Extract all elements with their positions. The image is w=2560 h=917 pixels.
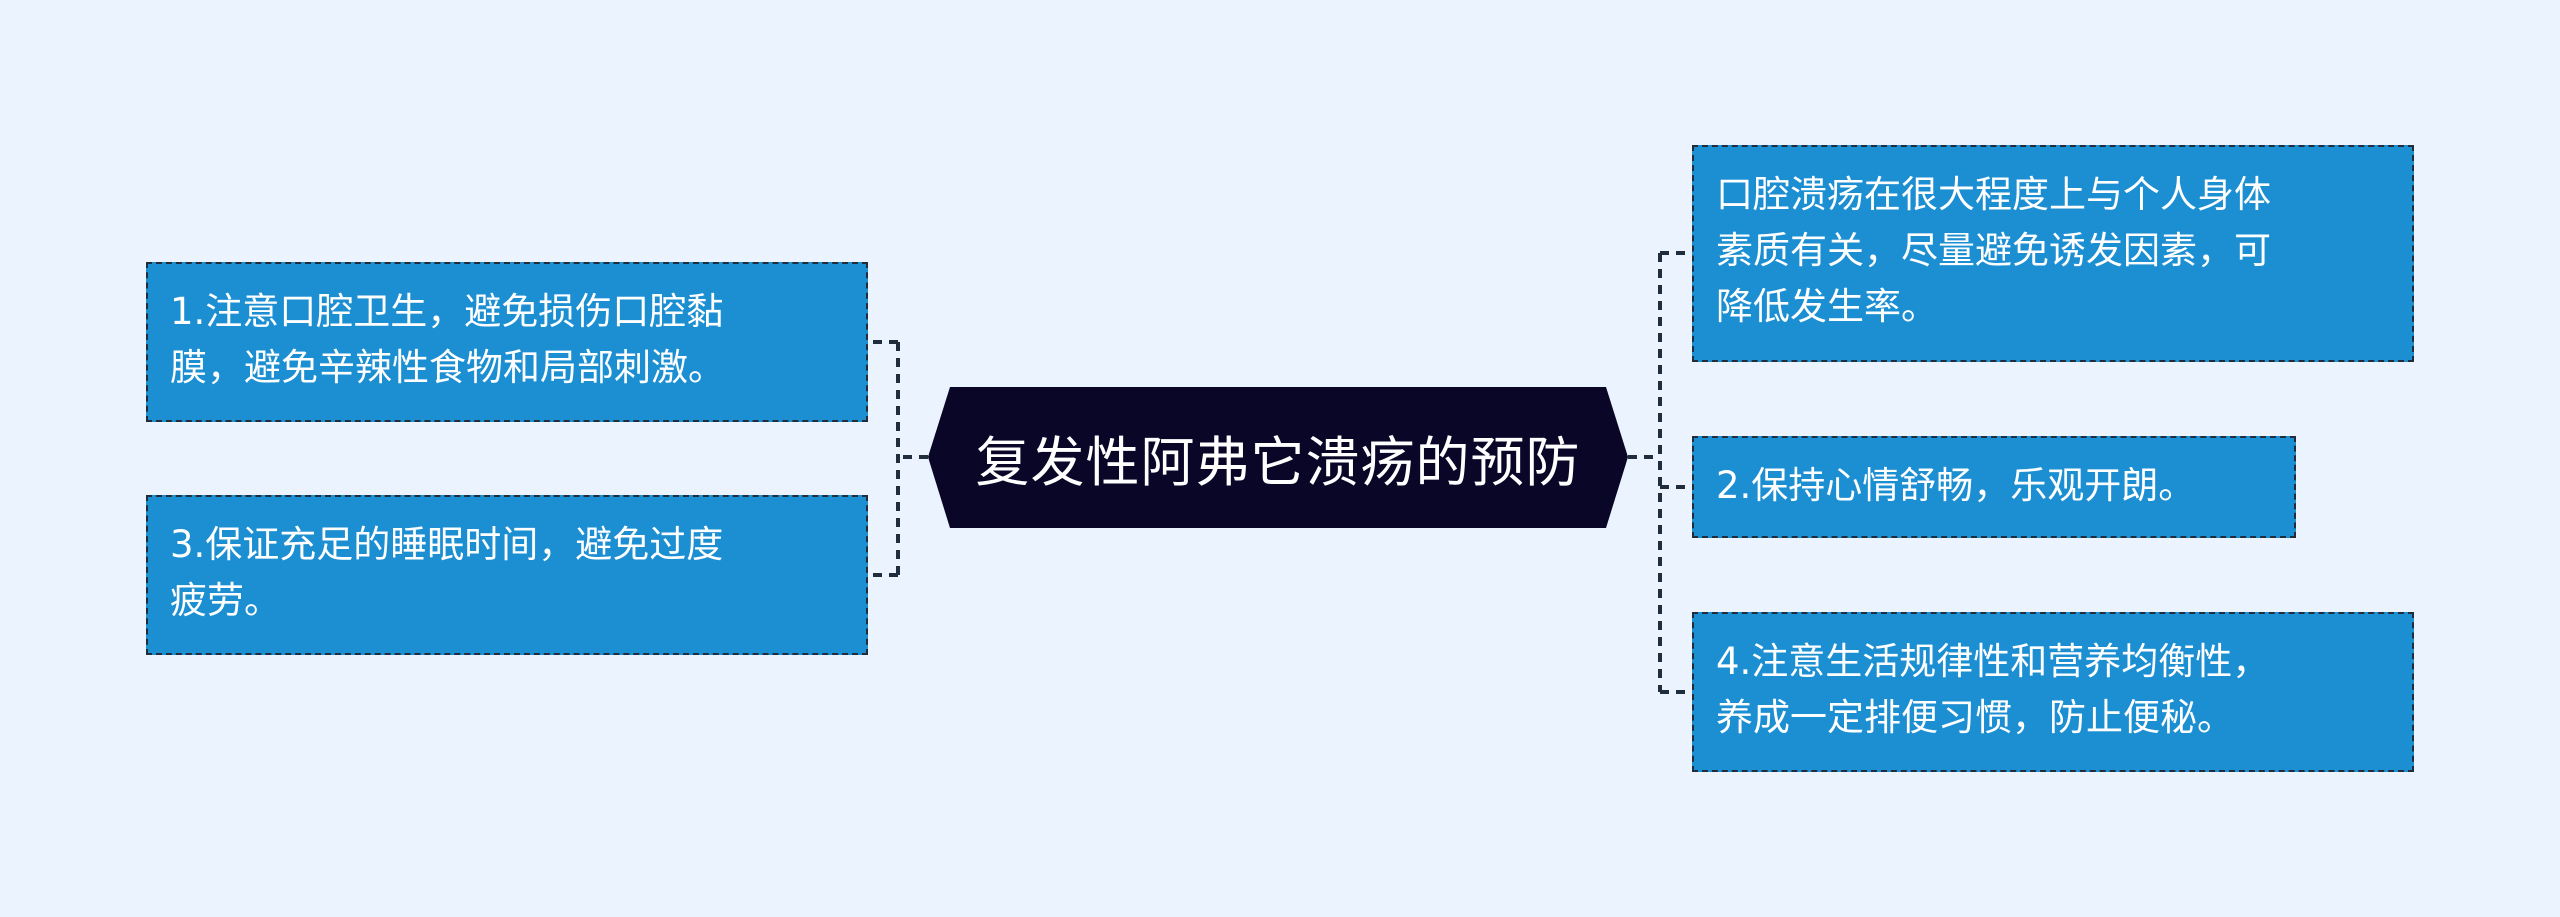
central-topic[interactable]: 复发性阿弗它溃疡的预防 [928,387,1628,528]
topic-constitution[interactable]: 口腔溃疡在很大程度上与个人身体 素质有关，尽量避免诱发因素，可 降低发生率。 [1692,145,2414,362]
topic-mood[interactable]: 2.保持心情舒畅，乐观开朗。 [1692,436,2296,538]
topic-sleep[interactable]: 3.保证充足的睡眠时间，避免过度 疲劳。 [146,495,868,655]
topic-routine[interactable]: 4.注意生活规律性和营养均衡性， 养成一定排便习惯，防止便秘。 [1692,612,2414,772]
topic-oral-hygiene[interactable]: 1.注意口腔卫生，避免损伤口腔黏 膜，避免辛辣性食物和局部刺激。 [146,262,868,422]
central-topic-shape [928,387,1628,528]
central-topic-label: 复发性阿弗它溃疡的预防 [975,431,1581,494]
